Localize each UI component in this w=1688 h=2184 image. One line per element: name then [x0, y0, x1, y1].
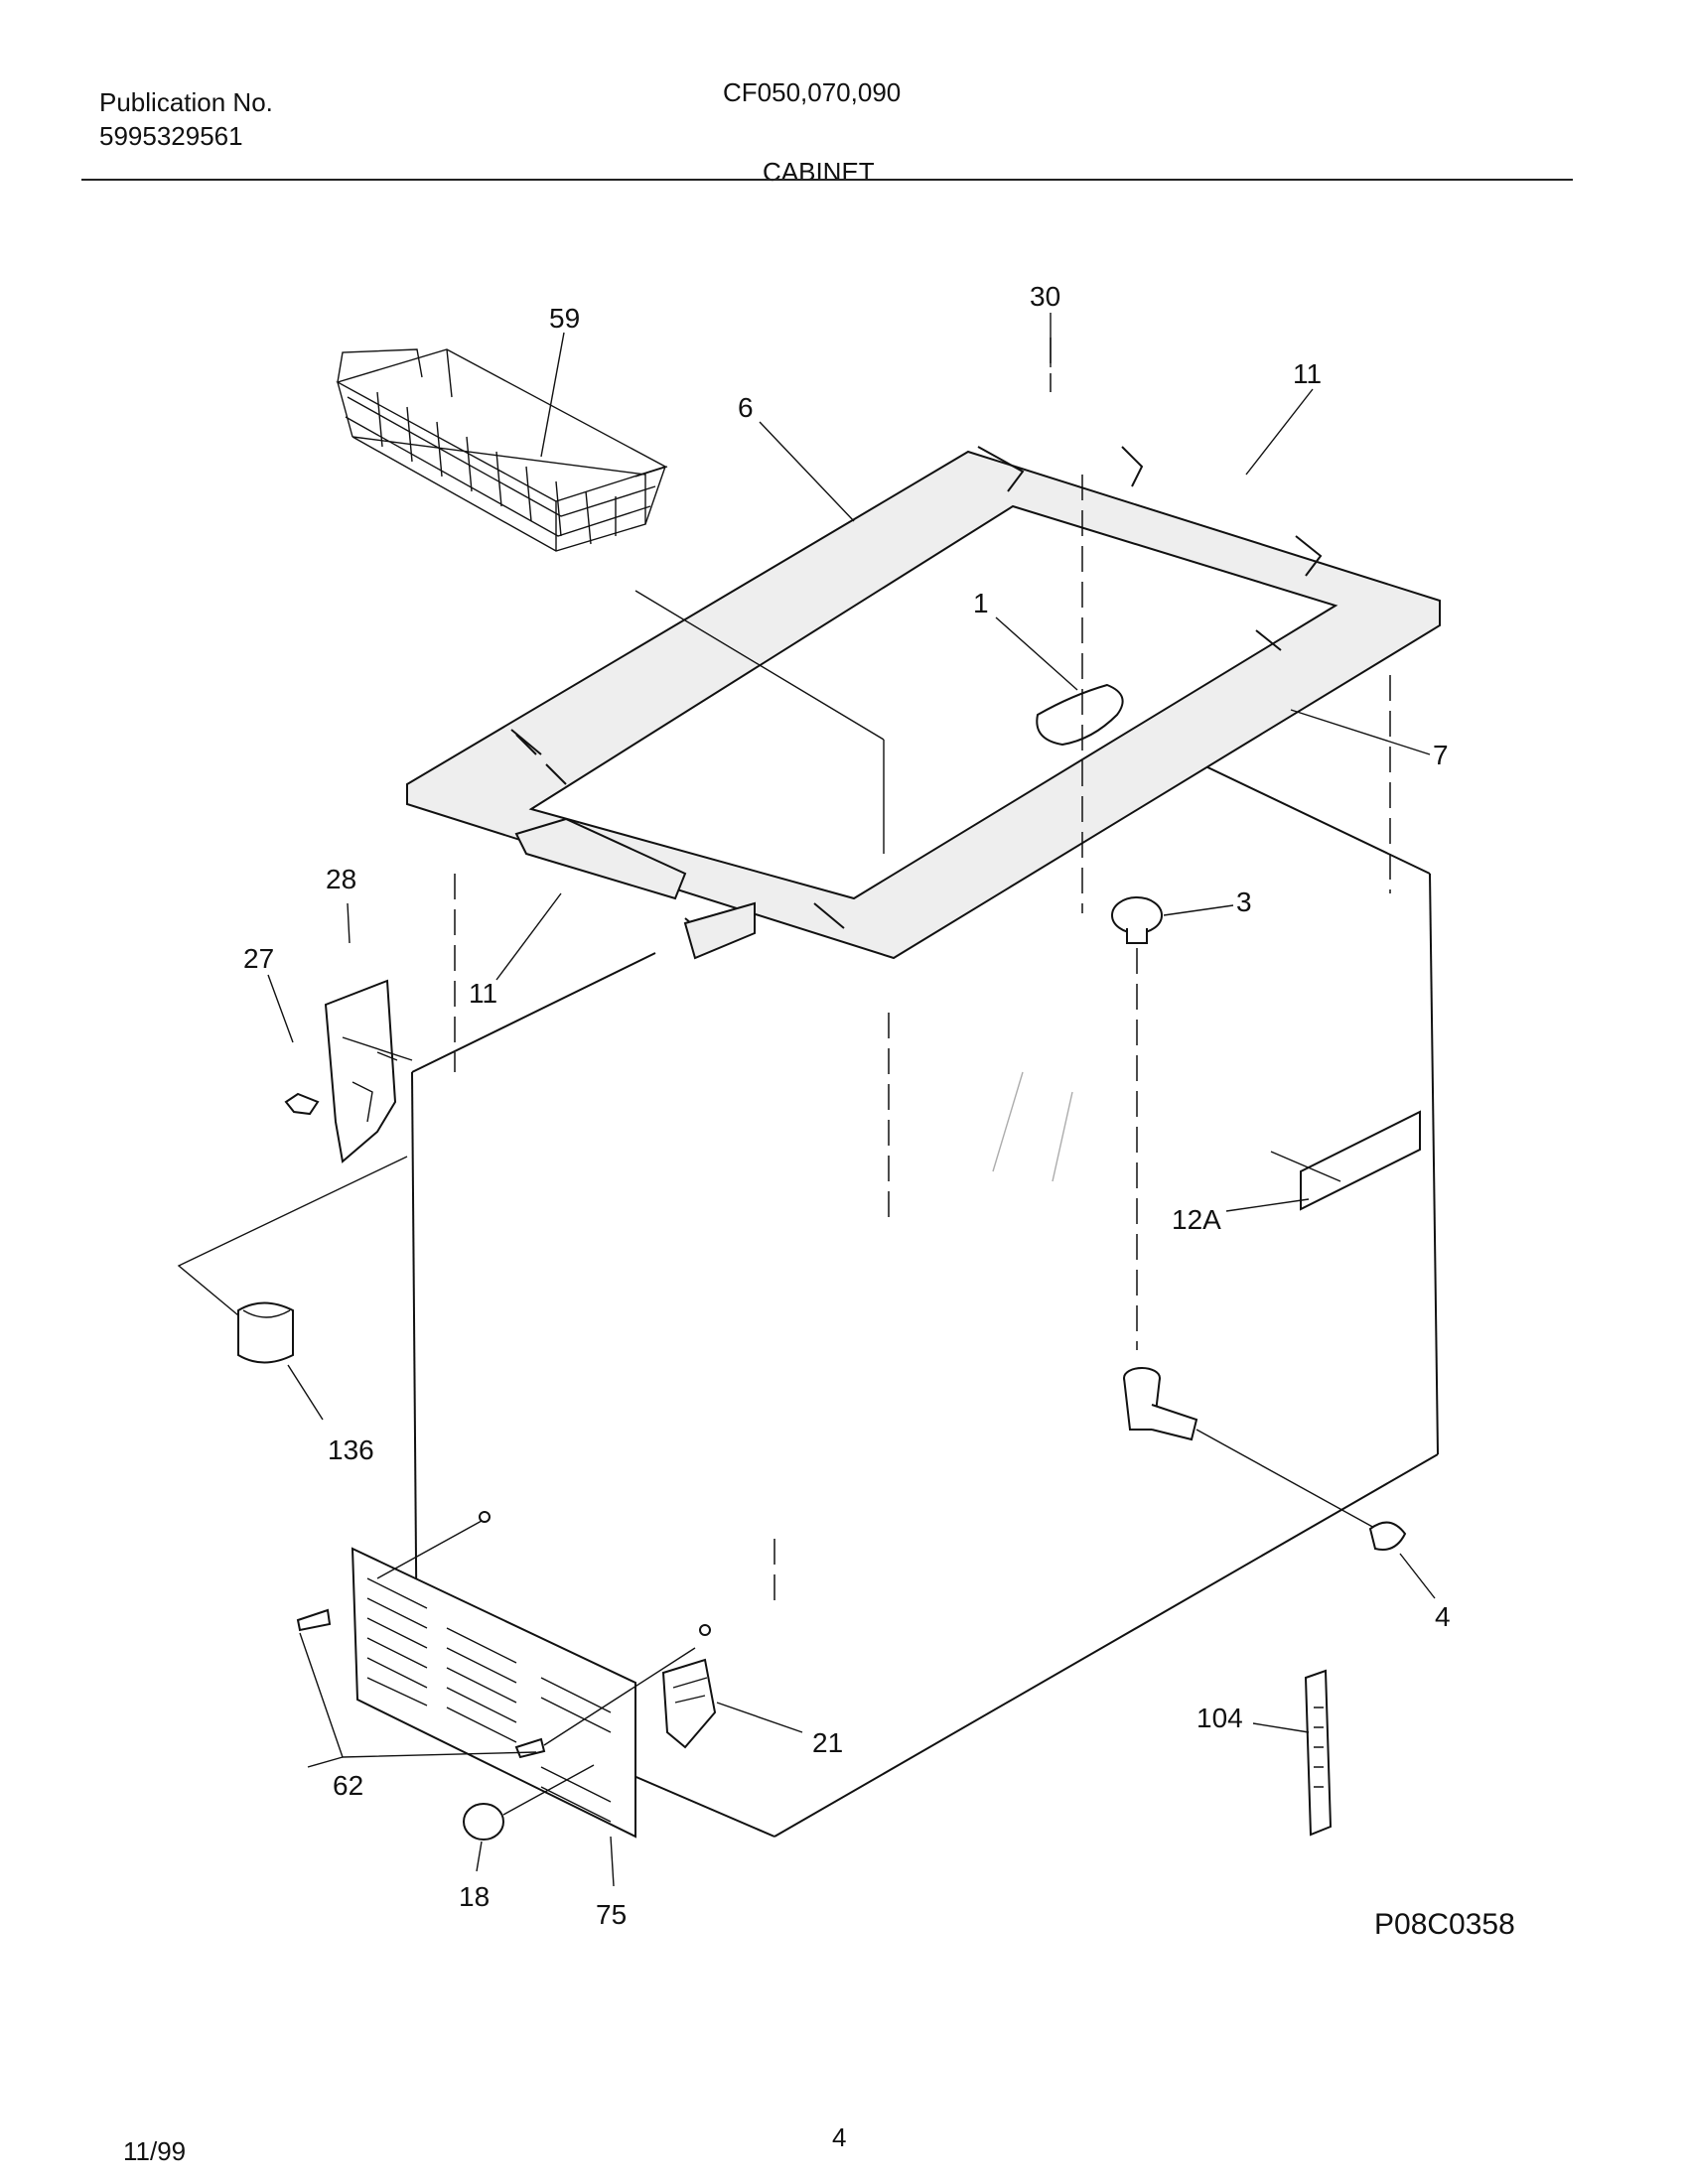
wire-basket — [336, 348, 668, 552]
gasket-frame — [406, 446, 1441, 960]
callout-136: 136 — [328, 1434, 374, 1465]
callout-labels: 59 30 11 6 1 7 28 27 11 3 12A 136 4 104 … — [243, 281, 1451, 1930]
callout-18: 18 — [459, 1881, 490, 1912]
page-number: 4 — [832, 2122, 847, 2152]
header-rule — [81, 179, 1573, 181]
callout-7: 7 — [1433, 740, 1449, 770]
callout-28: 28 — [326, 864, 356, 894]
callout-62: 62 — [333, 1770, 363, 1801]
drain-tube-part — [1123, 1367, 1407, 1551]
callout-11-right: 11 — [1293, 358, 1322, 389]
model-number: CF050,070,090 — [723, 77, 902, 107]
publication-label: Publication No. — [99, 87, 273, 117]
callout-1: 1 — [973, 588, 989, 618]
thermostat-part — [661, 1658, 717, 1749]
callout-21: 21 — [812, 1727, 843, 1758]
publication-number: 5995329561 — [99, 121, 243, 151]
grille-screw-parts — [296, 1511, 711, 1759]
footer-date: 11/99 — [123, 2136, 187, 2166]
callout-30: 30 — [1030, 281, 1060, 312]
callout-75: 75 — [596, 1899, 627, 1930]
callout-11-left: 11 — [469, 978, 497, 1009]
callout-4: 4 — [1435, 1601, 1451, 1632]
callout-6: 6 — [738, 392, 754, 423]
drain-cap-part — [1111, 896, 1163, 1350]
callout-12A: 12A — [1172, 1204, 1221, 1235]
divider-part — [1036, 683, 1124, 747]
hinge-plate — [324, 979, 413, 1163]
leader-lines — [267, 313, 1436, 1887]
figure-id: P08C0358 — [1374, 1908, 1515, 1941]
grille-part — [351, 1520, 636, 1839]
callout-27: 27 — [243, 943, 274, 974]
callout-59: 59 — [549, 303, 580, 334]
label-strip-part — [1270, 1110, 1421, 1211]
cabinet-body — [411, 751, 1439, 1838]
screw-part — [284, 1092, 320, 1116]
bumper-part — [177, 1156, 408, 1364]
assembly-lines — [454, 338, 1391, 1608]
control-knob-part — [463, 1764, 595, 1841]
callout-3: 3 — [1236, 887, 1252, 917]
callout-104: 104 — [1196, 1703, 1243, 1733]
thermometer-part — [1304, 1669, 1333, 1837]
